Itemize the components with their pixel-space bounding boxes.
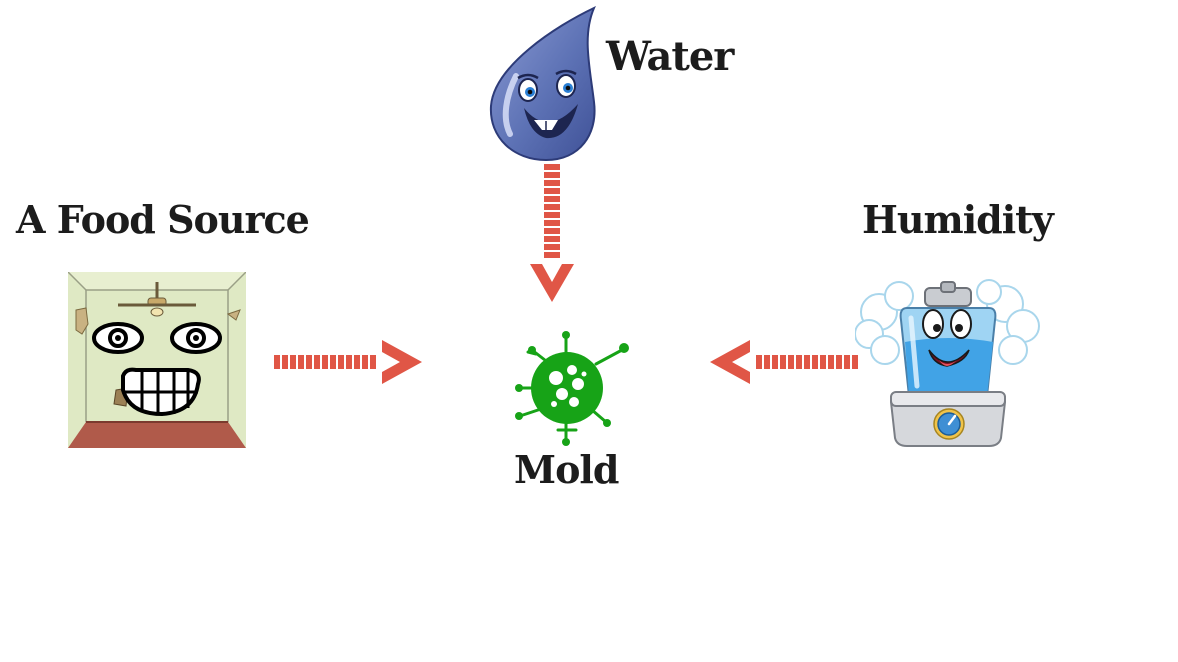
food-source-label: A Food Source [16, 197, 310, 242]
arrow-down-icon [530, 164, 574, 302]
arrow-right-icon [274, 340, 422, 384]
water-label: Water [606, 33, 734, 80]
humidifier-icon [855, 279, 1040, 447]
humidity-label: Humidity [862, 197, 1054, 242]
mold-label: Mold [514, 447, 619, 492]
water-drop-icon [489, 6, 596, 162]
arrow-left-icon [710, 340, 858, 384]
food-source-room-icon [68, 272, 246, 448]
mold-germ-icon [515, 331, 629, 446]
